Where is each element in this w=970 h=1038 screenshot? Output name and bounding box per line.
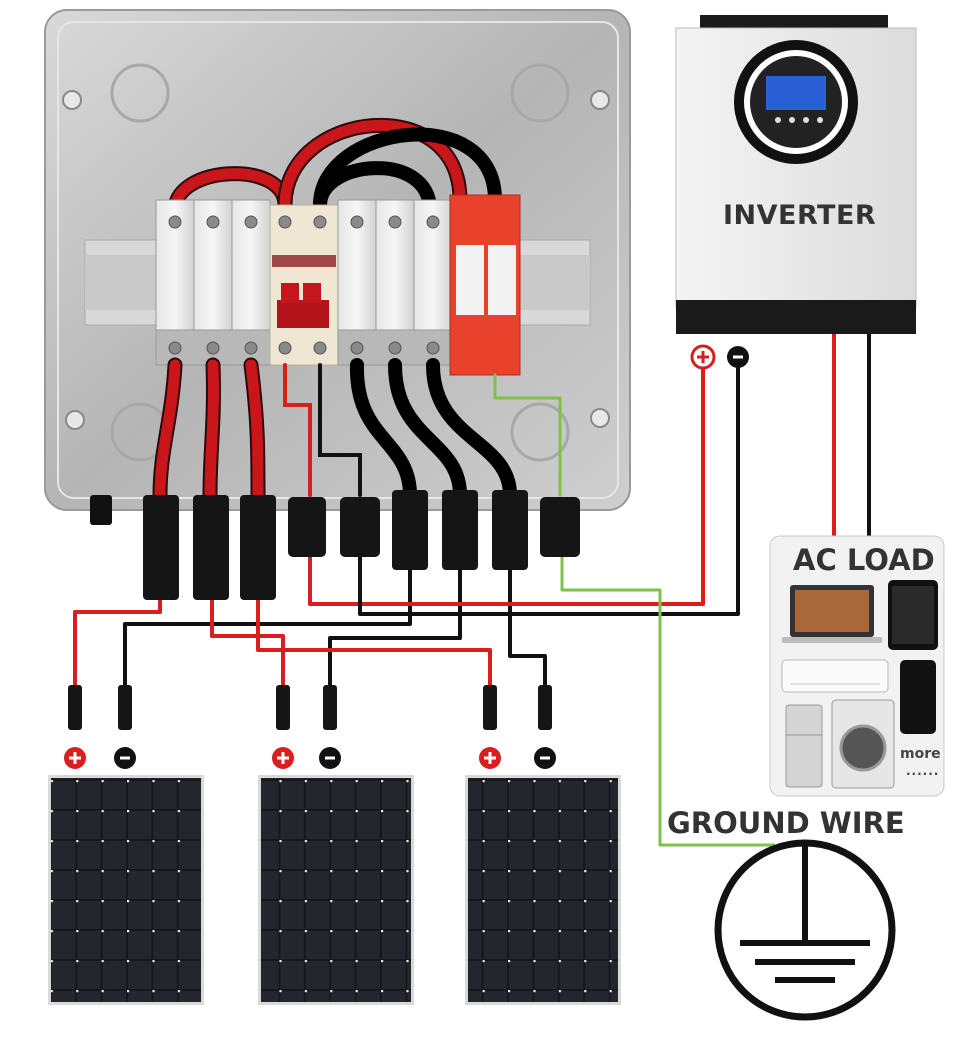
- washing-machine-icon: [831, 699, 895, 789]
- ground-symbol-icon: [714, 839, 896, 1021]
- minus-icon: [727, 346, 749, 368]
- inverter-display: [766, 76, 826, 110]
- solar-panel: [465, 775, 621, 1005]
- laptop-icon: [782, 585, 882, 643]
- more-dots: ......: [906, 764, 940, 778]
- tablet-icon: [888, 580, 938, 650]
- plus-icon: [64, 747, 86, 769]
- external-wires: [73, 332, 871, 847]
- busbar-wires: [167, 117, 502, 218]
- inverter: [675, 15, 917, 334]
- refrigerator-icon: [785, 704, 823, 788]
- solar-panel: [258, 775, 414, 1005]
- ac-load-label: AC LOAD: [793, 543, 935, 577]
- cable-glands: [90, 490, 580, 600]
- ac-load-panel: [769, 535, 945, 797]
- inverter-label: INVERTER: [723, 200, 877, 231]
- plus-icon: [479, 747, 501, 769]
- minus-icon: [114, 747, 136, 769]
- dc-breaker: [269, 204, 339, 366]
- plus-icon: [272, 747, 294, 769]
- plus-icon: [690, 344, 716, 370]
- phone-icon: [900, 660, 936, 734]
- panel-connectors: [68, 685, 552, 730]
- din-devices: [155, 194, 521, 376]
- minus-icon: [319, 747, 341, 769]
- minus-icon: [534, 747, 556, 769]
- surge-protector: [449, 194, 521, 376]
- ground-wire-label: GROUND WIRE: [667, 806, 905, 840]
- solar-panel: [48, 775, 204, 1005]
- air-conditioner-icon: [781, 659, 889, 693]
- internal-wires: [152, 357, 562, 503]
- more-label: more: [900, 746, 941, 762]
